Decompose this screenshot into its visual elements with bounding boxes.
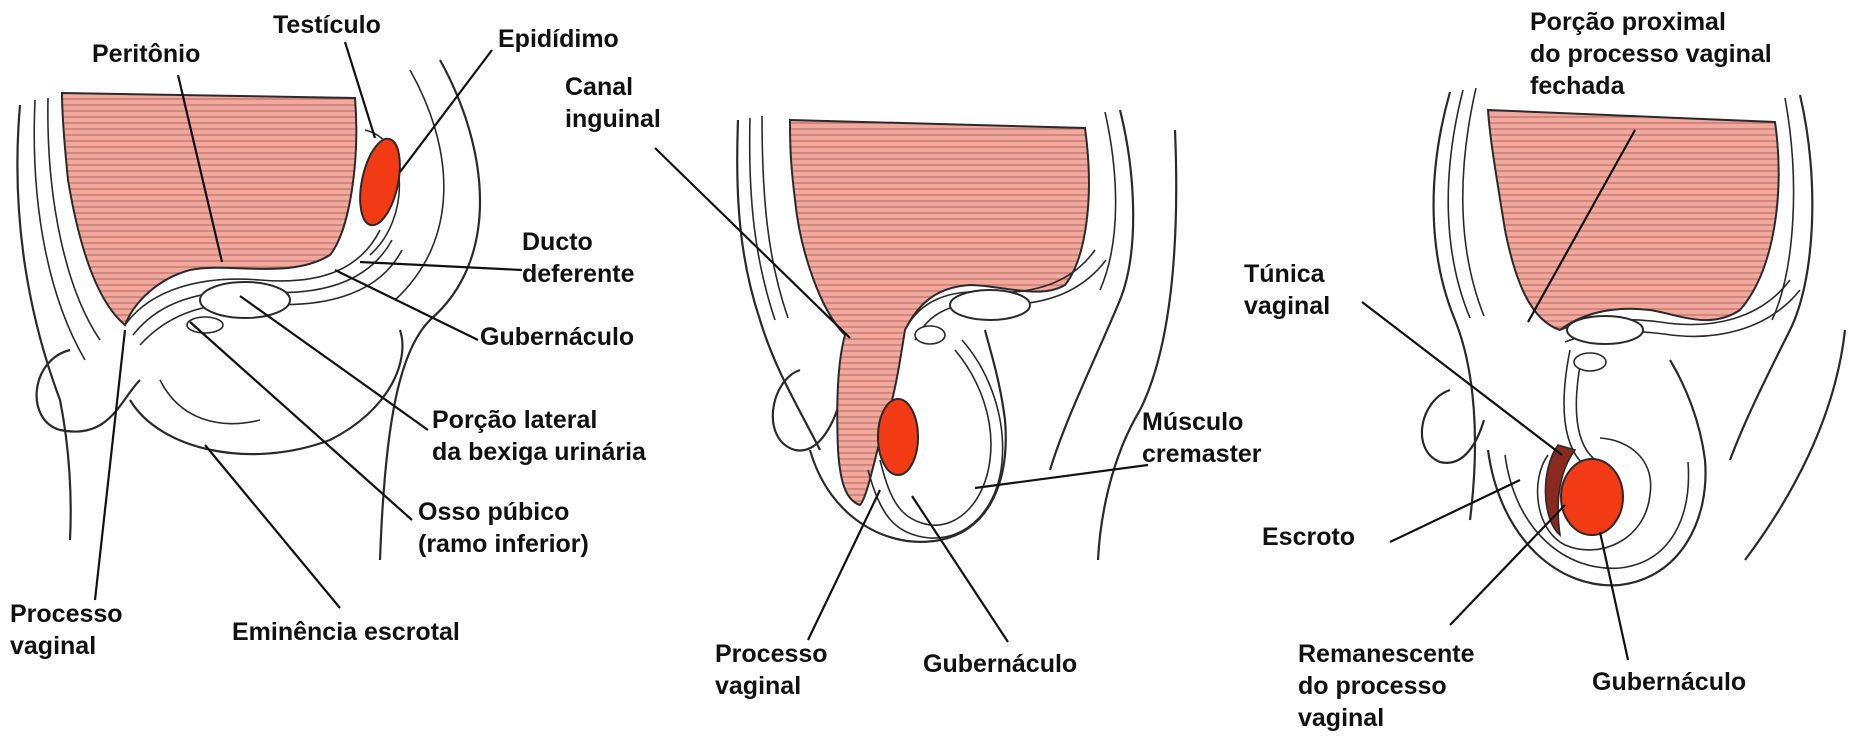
label-ducto-2: deferente xyxy=(522,260,635,288)
label-peritonio: Peritônio xyxy=(92,40,200,68)
label-testiculo: Testículo xyxy=(273,11,381,39)
bladder-3 xyxy=(1567,316,1643,344)
label-proximal-1: Porção proximal xyxy=(1530,8,1726,36)
label-remanescente-2: do processo xyxy=(1298,672,1447,700)
label-proximal-2: do processo vaginal xyxy=(1530,40,1772,68)
label-musculo-2: cremaster xyxy=(1142,440,1262,468)
label-remanescente-3: vaginal xyxy=(1298,704,1384,732)
label-processo-2-2: vaginal xyxy=(715,672,801,700)
label-canal-2: inguinal xyxy=(565,105,661,133)
panel-2: Canal inguinal Músculo cremaster Process… xyxy=(565,73,1262,700)
testis-1 xyxy=(353,135,407,229)
testis-3 xyxy=(1561,459,1623,535)
label-bexiga-1: Porção lateral xyxy=(432,406,597,434)
label-epididimo: Epidídimo xyxy=(498,25,619,53)
panel-3: Porção proximal do processo vaginal fech… xyxy=(1244,8,1845,732)
label-processo-2: vaginal xyxy=(10,632,96,660)
label-bexiga-2: da bexiga urinária xyxy=(432,438,647,466)
bladder-2 xyxy=(950,290,1030,320)
label-canal-1: Canal xyxy=(565,73,633,101)
label-escroto: Escroto xyxy=(1262,523,1355,551)
label-osso-1: Osso púbico xyxy=(418,498,569,526)
label-osso-2: (ramo inferior) xyxy=(418,530,589,558)
testis-2 xyxy=(878,399,918,475)
label-processo-2-1: Processo xyxy=(715,640,828,668)
label-remanescente-1: Remanescente xyxy=(1298,640,1475,668)
label-musculo-1: Músculo xyxy=(1142,408,1243,436)
label-ducto-1: Ducto xyxy=(522,228,593,256)
label-tunica-2: vaginal xyxy=(1244,292,1330,320)
label-proximal-3: fechada xyxy=(1530,72,1626,100)
label-gubernaculo-1: Gubernáculo xyxy=(480,323,634,351)
label-gubernaculo-3: Gubernáculo xyxy=(1592,668,1746,696)
panel-1: Testículo Peritônio Epidídimo Ducto defe… xyxy=(10,11,647,660)
label-gubernaculo-2: Gubernáculo xyxy=(923,650,1077,678)
label-processo-1: Processo xyxy=(10,600,123,628)
label-eminencia: Eminência escrotal xyxy=(232,618,460,646)
label-tunica-1: Túnica xyxy=(1244,260,1326,288)
